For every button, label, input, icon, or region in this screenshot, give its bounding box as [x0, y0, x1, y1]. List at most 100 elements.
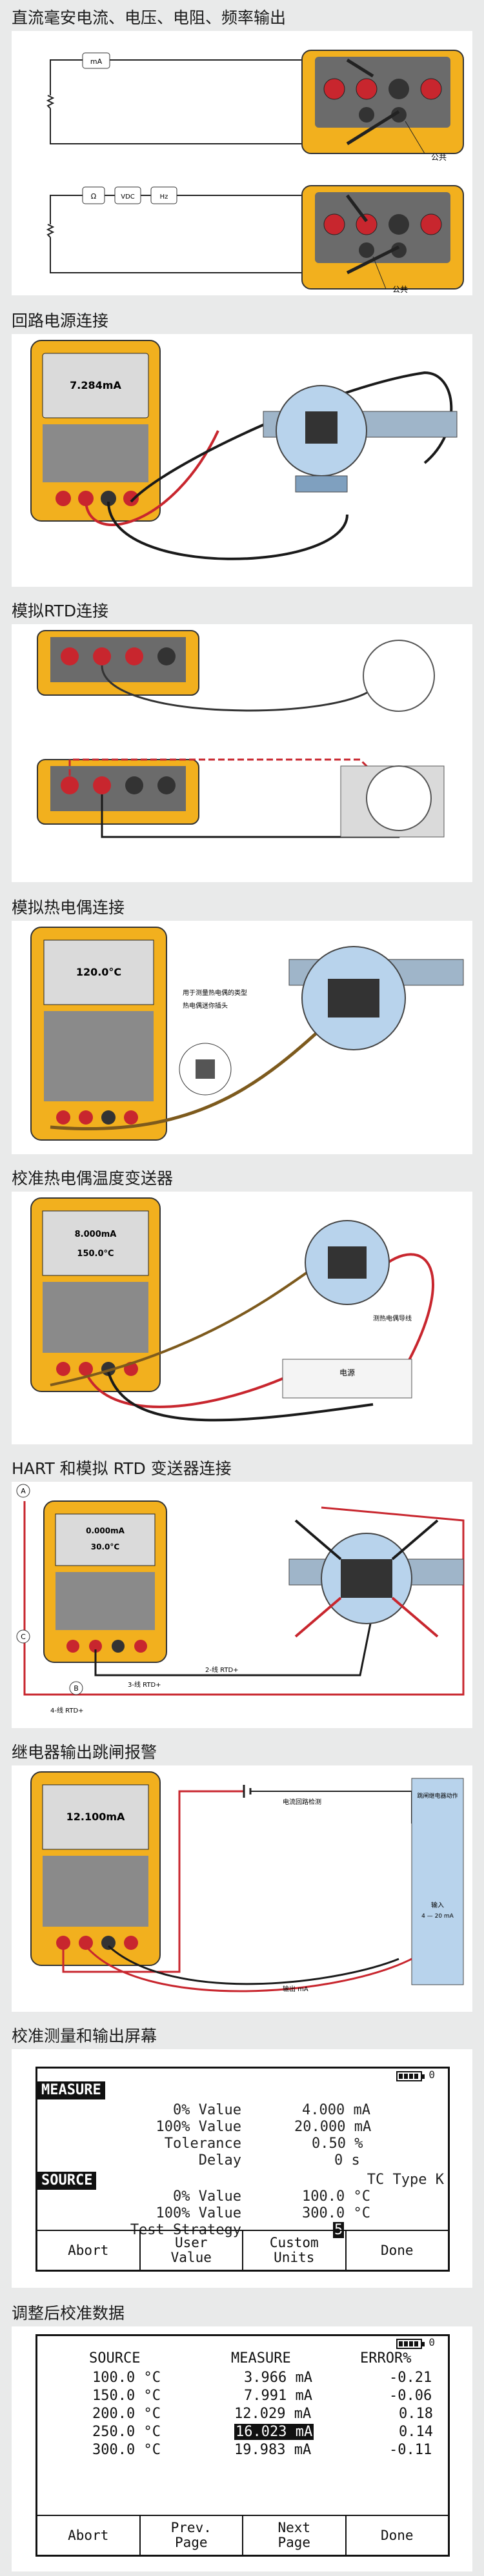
- ohm-button: [82, 186, 105, 204]
- battery-icon: [396, 2071, 425, 2081]
- section-title: 模拟RTD连接: [12, 602, 109, 620]
- diagram-panel: 8.000mA 150.0°C 测热电偶导线 电源: [12, 1192, 472, 1444]
- table-row-measure: 12.029 mA: [234, 2406, 312, 2422]
- source-row-value[interactable]: 300.0 °C: [302, 2205, 370, 2221]
- table-row-source: 150.0 °C: [92, 2388, 161, 2404]
- abort-softkey[interactable]: Abort: [37, 2516, 141, 2555]
- svg-text:B: B: [74, 1684, 79, 1693]
- section-tc-transmitter: 校准热电偶温度变送器 8.000mA 150.0°C 测热电偶导线 电源: [0, 1161, 484, 1451]
- svg-text:mA: mA: [90, 57, 103, 66]
- source-header: SOURCE: [37, 2172, 97, 2190]
- diagram-panel: mA 公共 Ω VDC Hz: [12, 31, 472, 295]
- svg-text:跳闸继电器动作: 跳闸继电器动作: [417, 1792, 458, 1800]
- section-dc-output: 直流毫安电流、电压、电阻、频率输出 mA 公共 Ω V: [0, 0, 484, 303]
- table-row-error: -0.06: [389, 2388, 432, 2404]
- table-row-error: -0.11: [389, 2442, 432, 2458]
- table-row-measure: 3.966 mA: [244, 2370, 312, 2386]
- table-row-error: -0.21: [389, 2370, 432, 2386]
- relay-diagram: 12.100mA 电流回路检测 跳闸继电器动作 输入 4 — 20 mA 输出 …: [30, 1771, 464, 1993]
- prev-page-softkey[interactable]: Prev. Page: [141, 2516, 243, 2555]
- column-header-source: SOURCE: [89, 2350, 141, 2366]
- loop-power-diagram: 7.284mA: [30, 340, 458, 560]
- section-title: 直流毫安电流、电压、电阻、频率输出: [12, 8, 287, 27]
- svg-text:电源: 电源: [339, 1368, 355, 1377]
- calibration-screen: 0 MEASURE 0% Value 4.000 mA 100% Value 2…: [35, 2067, 450, 2272]
- battery-zero: 0: [429, 2069, 435, 2081]
- section-sim-rtd: 模拟RTD连接: [0, 593, 484, 890]
- dc-output-diagram: mA 公共 Ω VDC Hz: [46, 50, 464, 294]
- section-calib-data: 调整后校准数据 0 SOURCE MEASURE ERROR% 100.0 °C…: [0, 2296, 484, 2576]
- svg-text:150.0°C: 150.0°C: [77, 1249, 114, 1259]
- svg-text:Hz: Hz: [160, 193, 168, 201]
- tc-transmitter-diagram: 8.000mA 150.0°C 测热电偶导线 电源: [30, 1197, 434, 1422]
- svg-text:0.000mA: 0.000mA: [86, 1526, 125, 1535]
- svg-text:C: C: [21, 1633, 26, 1641]
- softkey-bar: Abort User Value Custom Units Done: [37, 2230, 448, 2270]
- svg-text:测热电偶导线: 测热电偶导线: [373, 1314, 412, 1322]
- section-calib-screen: 校准测量和输出屏幕 0 MEASURE 0% Value 4.000 mA 10…: [0, 2018, 484, 2296]
- section-title: HART 和模拟 RTD 变送器连接: [12, 1459, 232, 1478]
- svg-text:Ω: Ω: [91, 192, 96, 201]
- measure-header: MEASURE: [37, 2081, 105, 2099]
- done-softkey[interactable]: Done: [380, 2527, 414, 2543]
- resistor-icon: [46, 224, 55, 238]
- table-row-error: 0.14: [399, 2424, 433, 2440]
- abort-softkey[interactable]: Abort: [37, 2231, 141, 2270]
- vdc-button: [114, 186, 141, 204]
- table-row-source: 200.0 °C: [92, 2406, 161, 2422]
- measure-row-label: Tolerance: [164, 2136, 241, 2152]
- custom-units-softkey[interactable]: Custom Units: [243, 2231, 347, 2270]
- rtd-terminal: [366, 765, 432, 831]
- measure-row-value[interactable]: 0.50 %: [312, 2136, 363, 2152]
- calibration-data-screen: 0 SOURCE MEASURE ERROR% 100.0 °C 3.966 m…: [35, 2334, 450, 2557]
- section-loop-power: 回路电源连接 7.284mA: [0, 303, 484, 593]
- table-row-error: 0.18: [399, 2406, 433, 2422]
- table-row-measure: 19.983 mA: [234, 2442, 312, 2458]
- battery-zero: 0: [429, 2336, 435, 2348]
- battery-icon: [396, 2339, 425, 2349]
- user-value-softkey[interactable]: User Value: [141, 2231, 243, 2270]
- com-label: 公共: [431, 153, 447, 162]
- svg-text:VDC: VDC: [121, 193, 135, 201]
- section-title: 调整后校准数据: [12, 2304, 125, 2323]
- sim-rtd-diagram: [37, 630, 445, 838]
- svg-text:公共: 公共: [392, 285, 408, 294]
- ma-button: [82, 52, 110, 69]
- section-title: 校准热电偶温度变送器: [12, 1169, 174, 1188]
- section-sim-tc: 模拟热电偶连接 120.0°C 用于测量热电偶的类型 热电偶迷你插头: [0, 890, 484, 1161]
- diagram-panel: 12.100mA 电流回路检测 跳闸继电器动作 输入 4 — 20 mA 输出 …: [12, 1765, 472, 2012]
- measure-row-value[interactable]: 20.000 mA: [294, 2119, 372, 2135]
- measure-row-value[interactable]: 0 s: [334, 2152, 360, 2168]
- hz-button: [150, 186, 177, 204]
- hart-rtd-diagram: A 0.000mA 30.0°C C B 2-线 RTD+ 3-线 RTD+ 4…: [16, 1484, 465, 1715]
- svg-text:输入: 输入: [431, 1901, 444, 1909]
- diagram-panel: [12, 624, 472, 882]
- svg-text:2-线 RTD+: 2-线 RTD+: [205, 1666, 239, 1674]
- svg-text:3-线 RTD+: 3-线 RTD+: [128, 1680, 161, 1689]
- svg-text:输出 mA: 输出 mA: [283, 1985, 308, 1993]
- next-page-softkey[interactable]: Next Page: [243, 2516, 347, 2555]
- rtd-terminal: [363, 640, 435, 712]
- measure-row-label: Delay: [198, 2152, 241, 2168]
- svg-text:用于测量热电偶的类型: 用于测量热电偶的类型: [183, 988, 247, 997]
- measure-row-label: 0% Value: [173, 2102, 241, 2118]
- source-row-label: 100% Value: [156, 2205, 241, 2221]
- svg-text:电流回路检测: 电流回路检测: [283, 1798, 321, 1806]
- table-row-measure-selected[interactable]: 16.023 mA: [234, 2424, 314, 2440]
- section-title: 模拟热电偶连接: [12, 898, 125, 917]
- calibrator-display: 120.0°C: [76, 966, 121, 978]
- done-softkey[interactable]: Done: [380, 2242, 414, 2258]
- svg-text:热电偶迷你插头: 热电偶迷你插头: [183, 1001, 228, 1010]
- section-title: 校准测量和输出屏幕: [12, 2027, 157, 2045]
- calibrator-display: 7.284mA: [70, 379, 121, 391]
- section-title: 继电器输出跳闸报警: [12, 1743, 157, 1762]
- svg-text:A: A: [21, 1487, 26, 1495]
- table-row-source: 250.0 °C: [92, 2424, 161, 2440]
- column-header-measure: MEASURE: [231, 2350, 291, 2366]
- measure-row-value[interactable]: 4.000 mA: [302, 2102, 370, 2118]
- svg-text:4-线 RTD+: 4-线 RTD+: [50, 1706, 84, 1715]
- source-type: TC Type K: [367, 2172, 444, 2188]
- source-row-value[interactable]: 100.0 °C: [302, 2188, 370, 2205]
- softkey-bar: Abort Prev. Page Next Page Done: [37, 2515, 448, 2555]
- measure-row-label: 100% Value: [156, 2119, 241, 2135]
